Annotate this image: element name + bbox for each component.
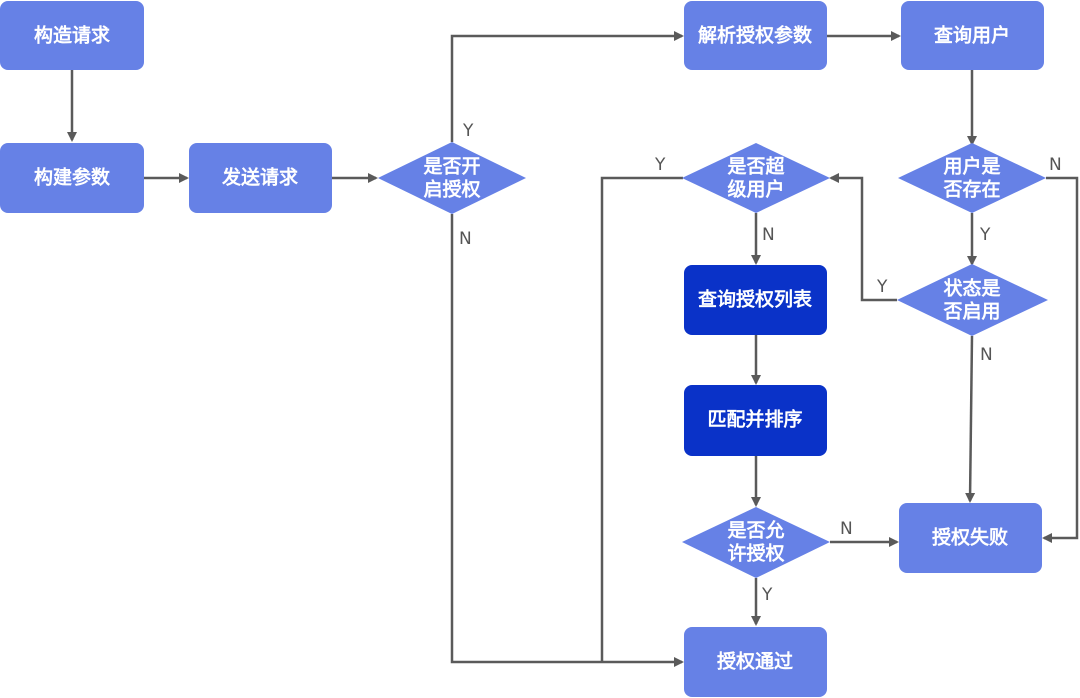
node-parse-auth-params: 解析授权参数	[684, 1, 827, 70]
label-auth-enabled-yes: Y	[462, 121, 474, 141]
label-user-exists-no: N	[1049, 155, 1062, 175]
edge-auth-enabled-no-to-passed	[450, 214, 684, 667]
decision-status-enabled-line1: 状态是	[943, 277, 1000, 300]
edge-superuser-yes-to-passed	[600, 176, 683, 662]
decision-user-exists-line1: 用户是	[943, 155, 1000, 178]
decision-auth-allowed: 是否允 许授权	[682, 507, 830, 578]
edge-user-exists-no-to-failed	[1042, 176, 1079, 543]
decision-is-superuser: 是否超 级用户	[682, 143, 830, 213]
edge-status-yes-to-superuser	[829, 173, 897, 302]
label-allowed-yes: Y	[761, 585, 773, 605]
node-auth-passed: 授权通过	[684, 627, 827, 697]
label-auth-enabled-no: N	[459, 229, 472, 249]
decision-user-exists-line2: 否存在	[942, 178, 1000, 201]
node-match-sort-label: 匹配并排序	[707, 408, 802, 431]
label-user-exists-yes: Y	[979, 225, 991, 245]
decision-auth-allowed-line2: 许授权	[727, 542, 784, 565]
decision-user-exists: 用户是 否存在	[898, 143, 1046, 213]
decision-auth-allowed-line1: 是否允	[727, 519, 784, 542]
decision-auth-enabled-line1: 是否开	[423, 156, 480, 178]
node-match-sort: 匹配并排序	[684, 385, 827, 456]
decision-status-enabled: 状态是 否启用	[897, 264, 1048, 336]
node-parse-auth-params-label: 解析授权参数	[698, 24, 813, 47]
node-query-user-label: 查询用户	[933, 24, 1010, 47]
node-query-user: 查询用户	[901, 1, 1044, 70]
decision-auth-enabled-line2: 启授权	[423, 178, 480, 201]
node-construct-request: 构造请求	[0, 1, 144, 70]
node-build-params: 构建参数	[0, 143, 144, 213]
decision-auth-enabled: 是否开 启授权	[378, 142, 526, 214]
node-query-auth-list-label: 查询授权列表	[697, 288, 813, 311]
node-build-params-label: 构建参数	[34, 166, 111, 189]
label-superuser-no: N	[762, 225, 775, 245]
node-auth-failed-label: 授权失败	[932, 526, 1008, 549]
node-construct-request-label: 构造请求	[34, 24, 111, 47]
node-auth-failed: 授权失败	[899, 503, 1042, 573]
decision-is-superuser-line1: 是否超	[727, 155, 785, 178]
edges	[67, 31, 1079, 667]
node-auth-passed-label: 授权通过	[717, 650, 793, 673]
label-status-no: N	[980, 345, 993, 365]
decision-status-enabled-line2: 否启用	[942, 300, 1000, 323]
decision-is-superuser-line2: 级用户	[727, 178, 784, 201]
node-query-auth-list: 查询授权列表	[684, 265, 827, 335]
edge-labels: Y N Y N N Y Y N N Y	[459, 121, 1062, 605]
label-allowed-no: N	[840, 519, 853, 539]
label-superuser-yes: Y	[654, 155, 666, 175]
node-send-request: 发送请求	[189, 143, 332, 213]
edge-status-no-to-failed	[965, 335, 976, 503]
edge-auth-enabled-yes-to-parse	[450, 31, 684, 142]
label-status-yes: Y	[876, 277, 888, 297]
node-send-request-label: 发送请求	[221, 166, 299, 189]
